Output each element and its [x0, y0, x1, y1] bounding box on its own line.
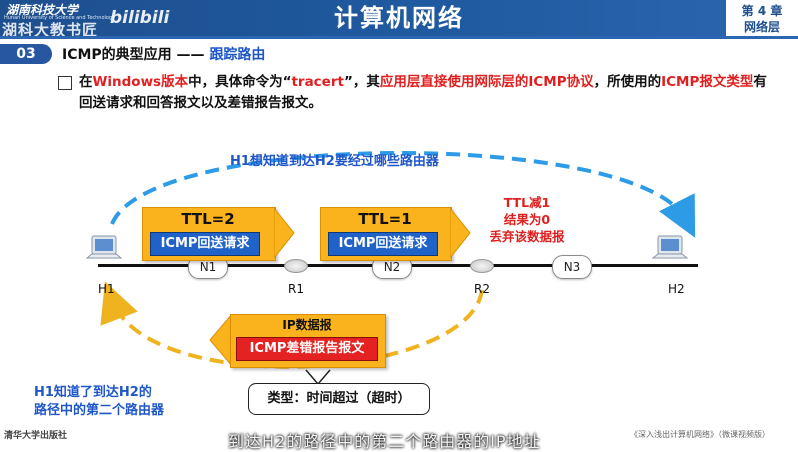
h1-note-line2: 路径中的第二个路由器: [34, 403, 165, 418]
node-label-h2: H2: [668, 282, 685, 296]
return-packet-arrow-icon: [209, 314, 232, 366]
node-label-h1: H1: [98, 282, 115, 296]
desc-part: 有回送请求和回答报文以及差错报告报文: [79, 74, 767, 111]
section-title-highlight: 跟踪路由: [209, 47, 266, 63]
ttl-note-line2: 结果为0: [503, 212, 551, 227]
desc-protocol: 应用层直接使用网际层的ICMP协议: [379, 74, 594, 90]
chapter-number: 第 4 章: [741, 4, 783, 18]
video-subtitle: 到达H2的路径中的第二个路由器的IP地址: [228, 432, 541, 451]
node-label-r1: R1: [288, 282, 304, 296]
ttl-note: TTL减1 结果为0 丢弃该数据报: [472, 194, 582, 245]
publisher-label: 清华大学出版社: [4, 431, 68, 441]
book-title-label: 《深入浅出计算机网络》（微课视频版）: [630, 430, 770, 439]
university-english-name: Hunan University of Science and Technolo…: [4, 15, 116, 21]
chapter-box: [726, 0, 798, 36]
desc-part: ，所使用的: [593, 74, 662, 90]
top-dashed-arc: [110, 151, 696, 238]
desc-part: 。: [308, 95, 323, 111]
desc-part: ”，其: [343, 74, 380, 90]
packet-ttl1-arrow-icon: [450, 208, 471, 258]
return-packet-title: IP数据报: [282, 318, 332, 332]
router-r1-icon: [284, 259, 308, 273]
bilibili-watermark: bilibili: [110, 8, 170, 28]
chapter-name: 网络层: [743, 20, 780, 34]
desc-msg-type: ICMP报文类型: [661, 74, 754, 90]
packet-ttl1-content: ICMP回送请求: [328, 232, 438, 256]
section-title: ICMP的典型应用 —— 跟踪路由: [62, 44, 265, 64]
message-type-callout: 类型：时间超过（超时）: [248, 383, 430, 415]
node-label-r2: R2: [474, 282, 490, 296]
type-callout-pointer: [305, 369, 331, 386]
ttl-note-line3: 丢弃该数据报: [489, 229, 565, 244]
h1-result-note: H1知道了到达H2的 路径中的第二个路由器: [34, 384, 164, 420]
h1-note-line1: H1知道了到达H2的: [34, 385, 152, 400]
header-divider: [0, 36, 798, 39]
desc-command: tracert: [291, 74, 344, 90]
ttl-note-line1: TTL减1: [503, 195, 551, 210]
section-number-badge: 03: [0, 44, 52, 64]
top-arc-label: H1想知道到达H2要经过哪些路由器: [230, 154, 439, 169]
page-title: 计算机网络: [334, 4, 464, 32]
packet-ttl2-content: ICMP回送请求: [150, 232, 260, 256]
packet-ttl2-arrow-icon: [274, 208, 295, 258]
description-text: 在Windows版本中，具体命令为“tracert”，其应用层直接使用网际层的I…: [79, 72, 779, 114]
desc-windows: Windows版本: [92, 74, 189, 90]
network-n3: N3: [552, 255, 592, 279]
laptop-h2-icon: [651, 235, 689, 259]
desc-part: 在: [79, 74, 93, 90]
section-title-prefix: ICMP的典型应用 ——: [62, 47, 210, 63]
desc-part: 中，具体命令为“: [188, 74, 292, 90]
university-logo-text: 湖南科技大学: [6, 3, 79, 17]
packet-ttl1-label: TTL=1: [358, 210, 412, 228]
laptop-h1-icon: [85, 235, 123, 259]
packet-ttl2-label: TTL=2: [181, 210, 235, 228]
router-r2-icon: [470, 259, 494, 273]
return-packet-content: ICMP差错报告报文: [236, 337, 378, 361]
course-watermark: 湖科大教书匠: [2, 21, 99, 39]
header-bar: [0, 0, 798, 36]
bullet-checkbox-icon: [58, 76, 72, 90]
